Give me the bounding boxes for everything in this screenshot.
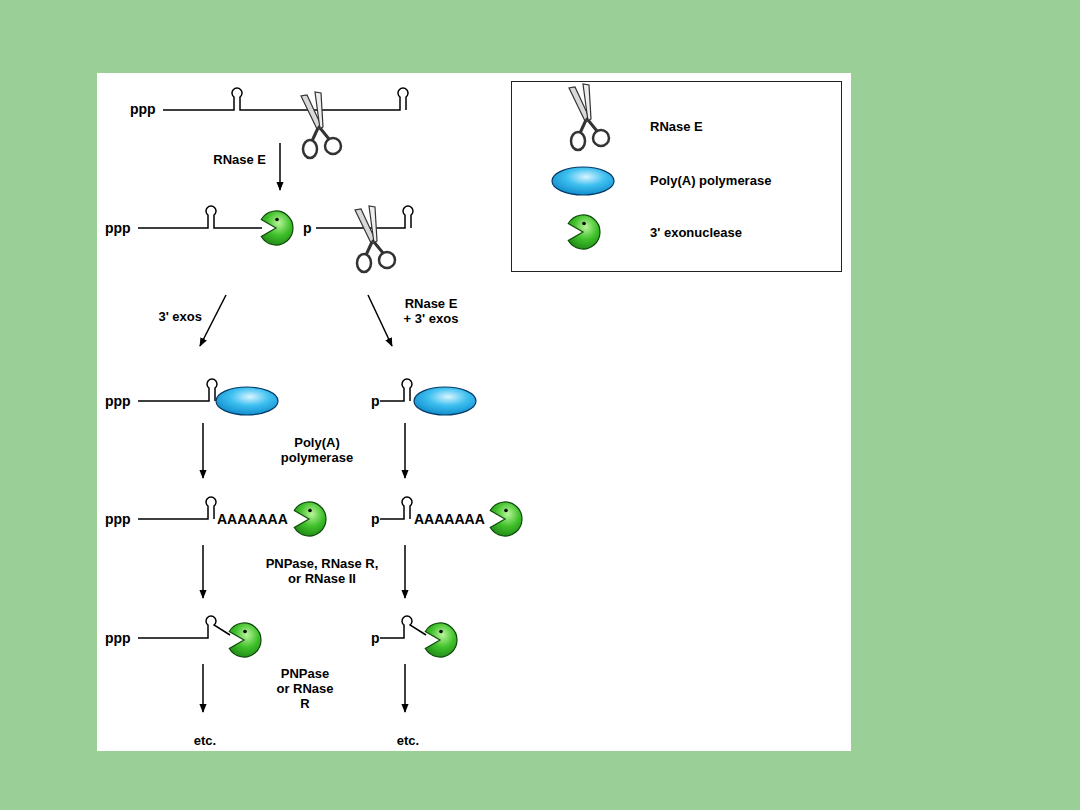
- scissor-pivot: [318, 126, 321, 129]
- end-label: p: [371, 511, 380, 527]
- exonuclease-eye: [243, 630, 247, 634]
- rna-molecule: ppp AAAAAAA: [100, 480, 330, 542]
- scissor-blade: [369, 206, 377, 243]
- end-label: p: [371, 630, 380, 646]
- rna-strand: [138, 616, 230, 638]
- enzyme-label: 3' exos: [140, 309, 202, 324]
- continuation-arrow: [202, 664, 204, 712]
- rna-strand: [138, 379, 217, 401]
- enzyme-label: PNPase, RNase R, or RNase II: [262, 556, 382, 586]
- enzyme-label: PNPase or RNase R: [276, 666, 334, 711]
- rna-molecule: p: [362, 348, 482, 420]
- enzyme-label: RNase E: [196, 152, 266, 167]
- continuation-arrow: [404, 664, 406, 712]
- exonuclease-icon: [261, 211, 293, 245]
- legend-text: RNase E: [650, 119, 703, 135]
- exonuclease-eye: [275, 218, 279, 222]
- rna-molecule: ppp: [100, 600, 270, 660]
- flow-arrow: [202, 423, 204, 478]
- scissor-blade: [583, 84, 591, 121]
- polymerase-icon: [414, 387, 476, 415]
- continuation-label: etc.: [389, 733, 427, 748]
- enzyme-label: Poly(A) polymerase: [272, 435, 362, 465]
- scissor-blade: [315, 92, 323, 129]
- flow-arrow: [200, 295, 226, 346]
- exonuclease-eye: [504, 509, 508, 513]
- rna-molecule: p: [300, 192, 420, 292]
- flow-arrow: [404, 545, 406, 598]
- exonuclease-icon: [568, 215, 600, 249]
- scissor-shank: [374, 242, 383, 253]
- flow-arrow: [279, 143, 281, 190]
- flow-arrow: [368, 295, 392, 346]
- scissor-handle: [357, 254, 371, 272]
- end-label: p: [371, 393, 380, 409]
- end-label: p: [303, 220, 312, 236]
- end-label: ppp: [130, 101, 156, 117]
- end-label: ppp: [105, 511, 131, 527]
- rna-strand: [163, 88, 408, 110]
- scissor-pivot: [586, 118, 589, 121]
- rna-molecule: ppp: [100, 192, 300, 292]
- scissor-handle: [303, 140, 317, 158]
- polymerase-icon: [216, 387, 278, 415]
- legend-text: 3' exonuclease: [650, 225, 742, 241]
- rna-strand: [380, 616, 426, 638]
- polymerase-icon: [552, 167, 614, 195]
- exonuclease-icon: [294, 502, 326, 536]
- rna-molecule: ppp: [125, 80, 425, 140]
- scissor-handle: [571, 132, 585, 150]
- rna-molecule: ppp: [100, 348, 285, 420]
- scissor-handle: [325, 138, 341, 154]
- end-label: ppp: [105, 630, 131, 646]
- continuation-label: etc.: [186, 733, 224, 748]
- rna-strand: [380, 497, 412, 519]
- scissor-shank: [588, 120, 597, 131]
- exonuclease-icon: [490, 502, 522, 536]
- rna-strand: [380, 379, 412, 401]
- exonuclease-icon: [229, 623, 261, 657]
- exonuclease-icon: [425, 623, 457, 657]
- scissor-handle: [593, 130, 609, 146]
- scissor-pivot: [372, 240, 375, 243]
- enzyme-label: RNase E + 3' exos: [402, 296, 460, 326]
- exonuclease-eye: [582, 222, 586, 226]
- flow-arrow: [202, 545, 204, 598]
- exonuclease-eye: [439, 630, 443, 634]
- legend-text: Poly(A) polymerase: [650, 173, 771, 189]
- scissor-handle: [379, 252, 395, 268]
- rna-molecule: p: [362, 600, 462, 660]
- scissor-shank: [366, 242, 372, 255]
- end-label: ppp: [105, 393, 131, 409]
- flow-arrow: [404, 423, 406, 478]
- rna-strand: [138, 206, 262, 228]
- polya-tail: AAAAAAA: [217, 511, 288, 527]
- scissor-shank: [312, 128, 318, 141]
- rna-strand: [138, 497, 216, 519]
- scissor-shank: [580, 120, 586, 133]
- end-label: ppp: [105, 220, 131, 236]
- scissor-shank: [320, 128, 329, 139]
- exonuclease-eye: [308, 509, 312, 513]
- rna-molecule: p AAAAAAA: [362, 480, 527, 542]
- polya-tail: AAAAAAA: [414, 511, 485, 527]
